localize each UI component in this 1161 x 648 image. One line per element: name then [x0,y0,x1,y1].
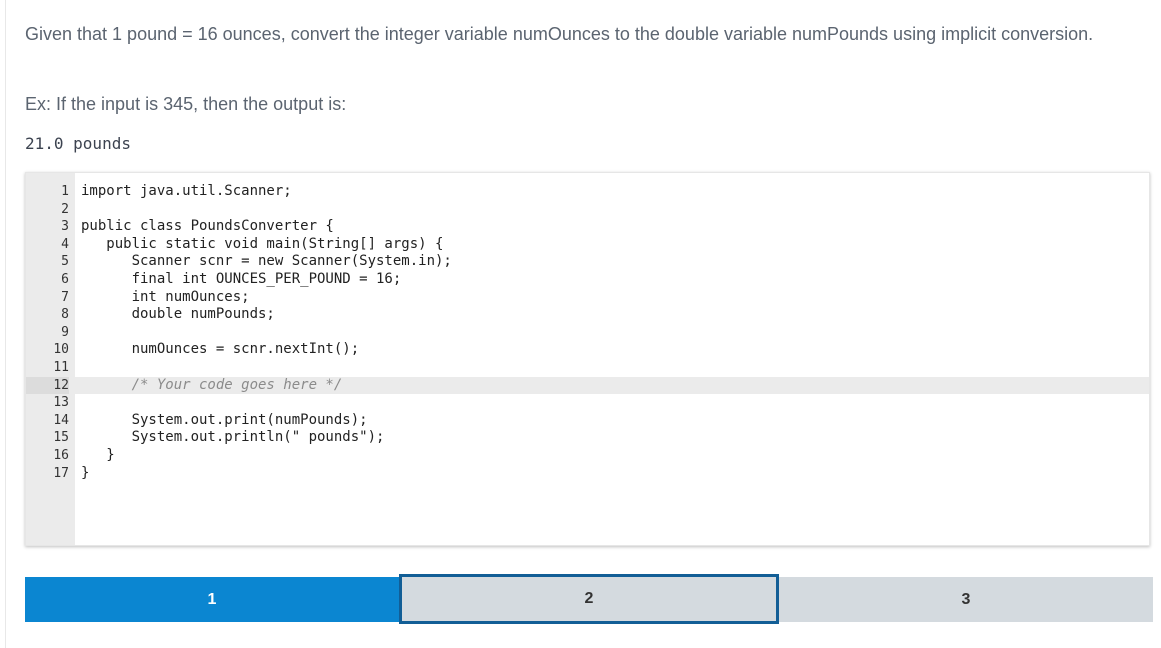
line-number: 14 [53,412,69,428]
code-line[interactable]: 2 [26,201,1149,219]
code-line[interactable]: 9 [26,324,1149,342]
code-line[interactable]: 11 [26,359,1149,377]
code-line[interactable]: 6 final int OUNCES_PER_POUND = 16; [26,271,1149,289]
line-number: 7 [61,289,69,305]
code-editor[interactable]: 1 import java.util.Scanner; 2 3 public cla… [25,172,1150,546]
sample-output: 21.0 pounds [25,134,131,153]
line-number: 4 [61,236,69,252]
code-line[interactable]: 7 int numOunces; [26,289,1149,307]
code-line[interactable]: 14 System.out.print(numPounds); [26,412,1149,430]
code-line[interactable]: 10 numOunces = scnr.nextInt(); [26,341,1149,359]
line-code[interactable]: } [81,446,115,463]
code-line[interactable]: 1 import java.util.Scanner; [26,183,1149,201]
step-1-button[interactable]: 1 [25,577,399,622]
step-2-button[interactable]: 2 [399,574,779,624]
code-line[interactable]: 5 Scanner scnr = new Scanner(System.in); [26,253,1149,271]
line-code[interactable]: import java.util.Scanner; [81,183,292,199]
line-code[interactable]: System.out.println(" pounds"); [81,429,385,446]
line-number: 12 [26,376,69,395]
line-number: 11 [53,359,69,375]
line-code[interactable]: int numOunces; [81,288,250,305]
line-code[interactable]: public class PoundsConverter { [81,218,334,235]
line-number: 10 [53,342,69,358]
line-code-comment[interactable]: /* Your code goes here */ [81,376,343,393]
code-line[interactable]: 3 public class PoundsConverter { [26,218,1149,236]
code-line[interactable]: 13 [26,394,1149,412]
line-number: 15 [53,430,69,446]
line-code[interactable]: System.out.print(numPounds); [81,411,368,428]
step-3-button[interactable]: 3 [779,577,1153,622]
code-line[interactable]: 4 public static void main(String[] args)… [26,236,1149,254]
line-code[interactable]: } [81,464,90,481]
code-line[interactable]: 16 } [26,447,1149,465]
code-line[interactable]: 8 double numPounds; [26,306,1149,324]
progress-steps: 1 2 3 [25,574,1153,624]
code-line-active[interactable]: 12 /* Your code goes here */ [26,376,1149,395]
line-code[interactable]: final int OUNCES_PER_POUND = 16; [81,270,402,287]
line-number: 8 [61,307,69,323]
page-left-border [5,0,6,648]
line-number: 16 [53,447,69,463]
line-number: 17 [53,465,69,481]
code-line[interactable]: 17} [26,465,1149,483]
code-line[interactable]: 15 System.out.println(" pounds"); [26,429,1149,447]
line-number: 1 [61,184,69,199]
line-code[interactable]: Scanner scnr = new Scanner(System.in); [81,253,452,270]
problem-statement: Given that 1 pound = 16 ounces, convert … [25,24,1094,44]
line-code[interactable]: double numPounds; [81,306,275,323]
line-code[interactable]: numOunces = scnr.nextInt(); [81,341,360,358]
line-number: 9 [61,324,69,340]
line-number: 6 [61,271,69,287]
line-number: 13 [53,395,69,411]
line-number: 3 [61,219,69,235]
code-lines[interactable]: 1 import java.util.Scanner; 2 3 public cla… [26,183,1149,482]
line-number: 2 [61,201,69,217]
example-text: Ex: If the input is 345, then the output… [25,94,347,114]
line-number-gutter [26,173,75,545]
line-number: 5 [61,254,69,270]
line-code[interactable]: public static void main(String[] args) { [81,235,444,252]
